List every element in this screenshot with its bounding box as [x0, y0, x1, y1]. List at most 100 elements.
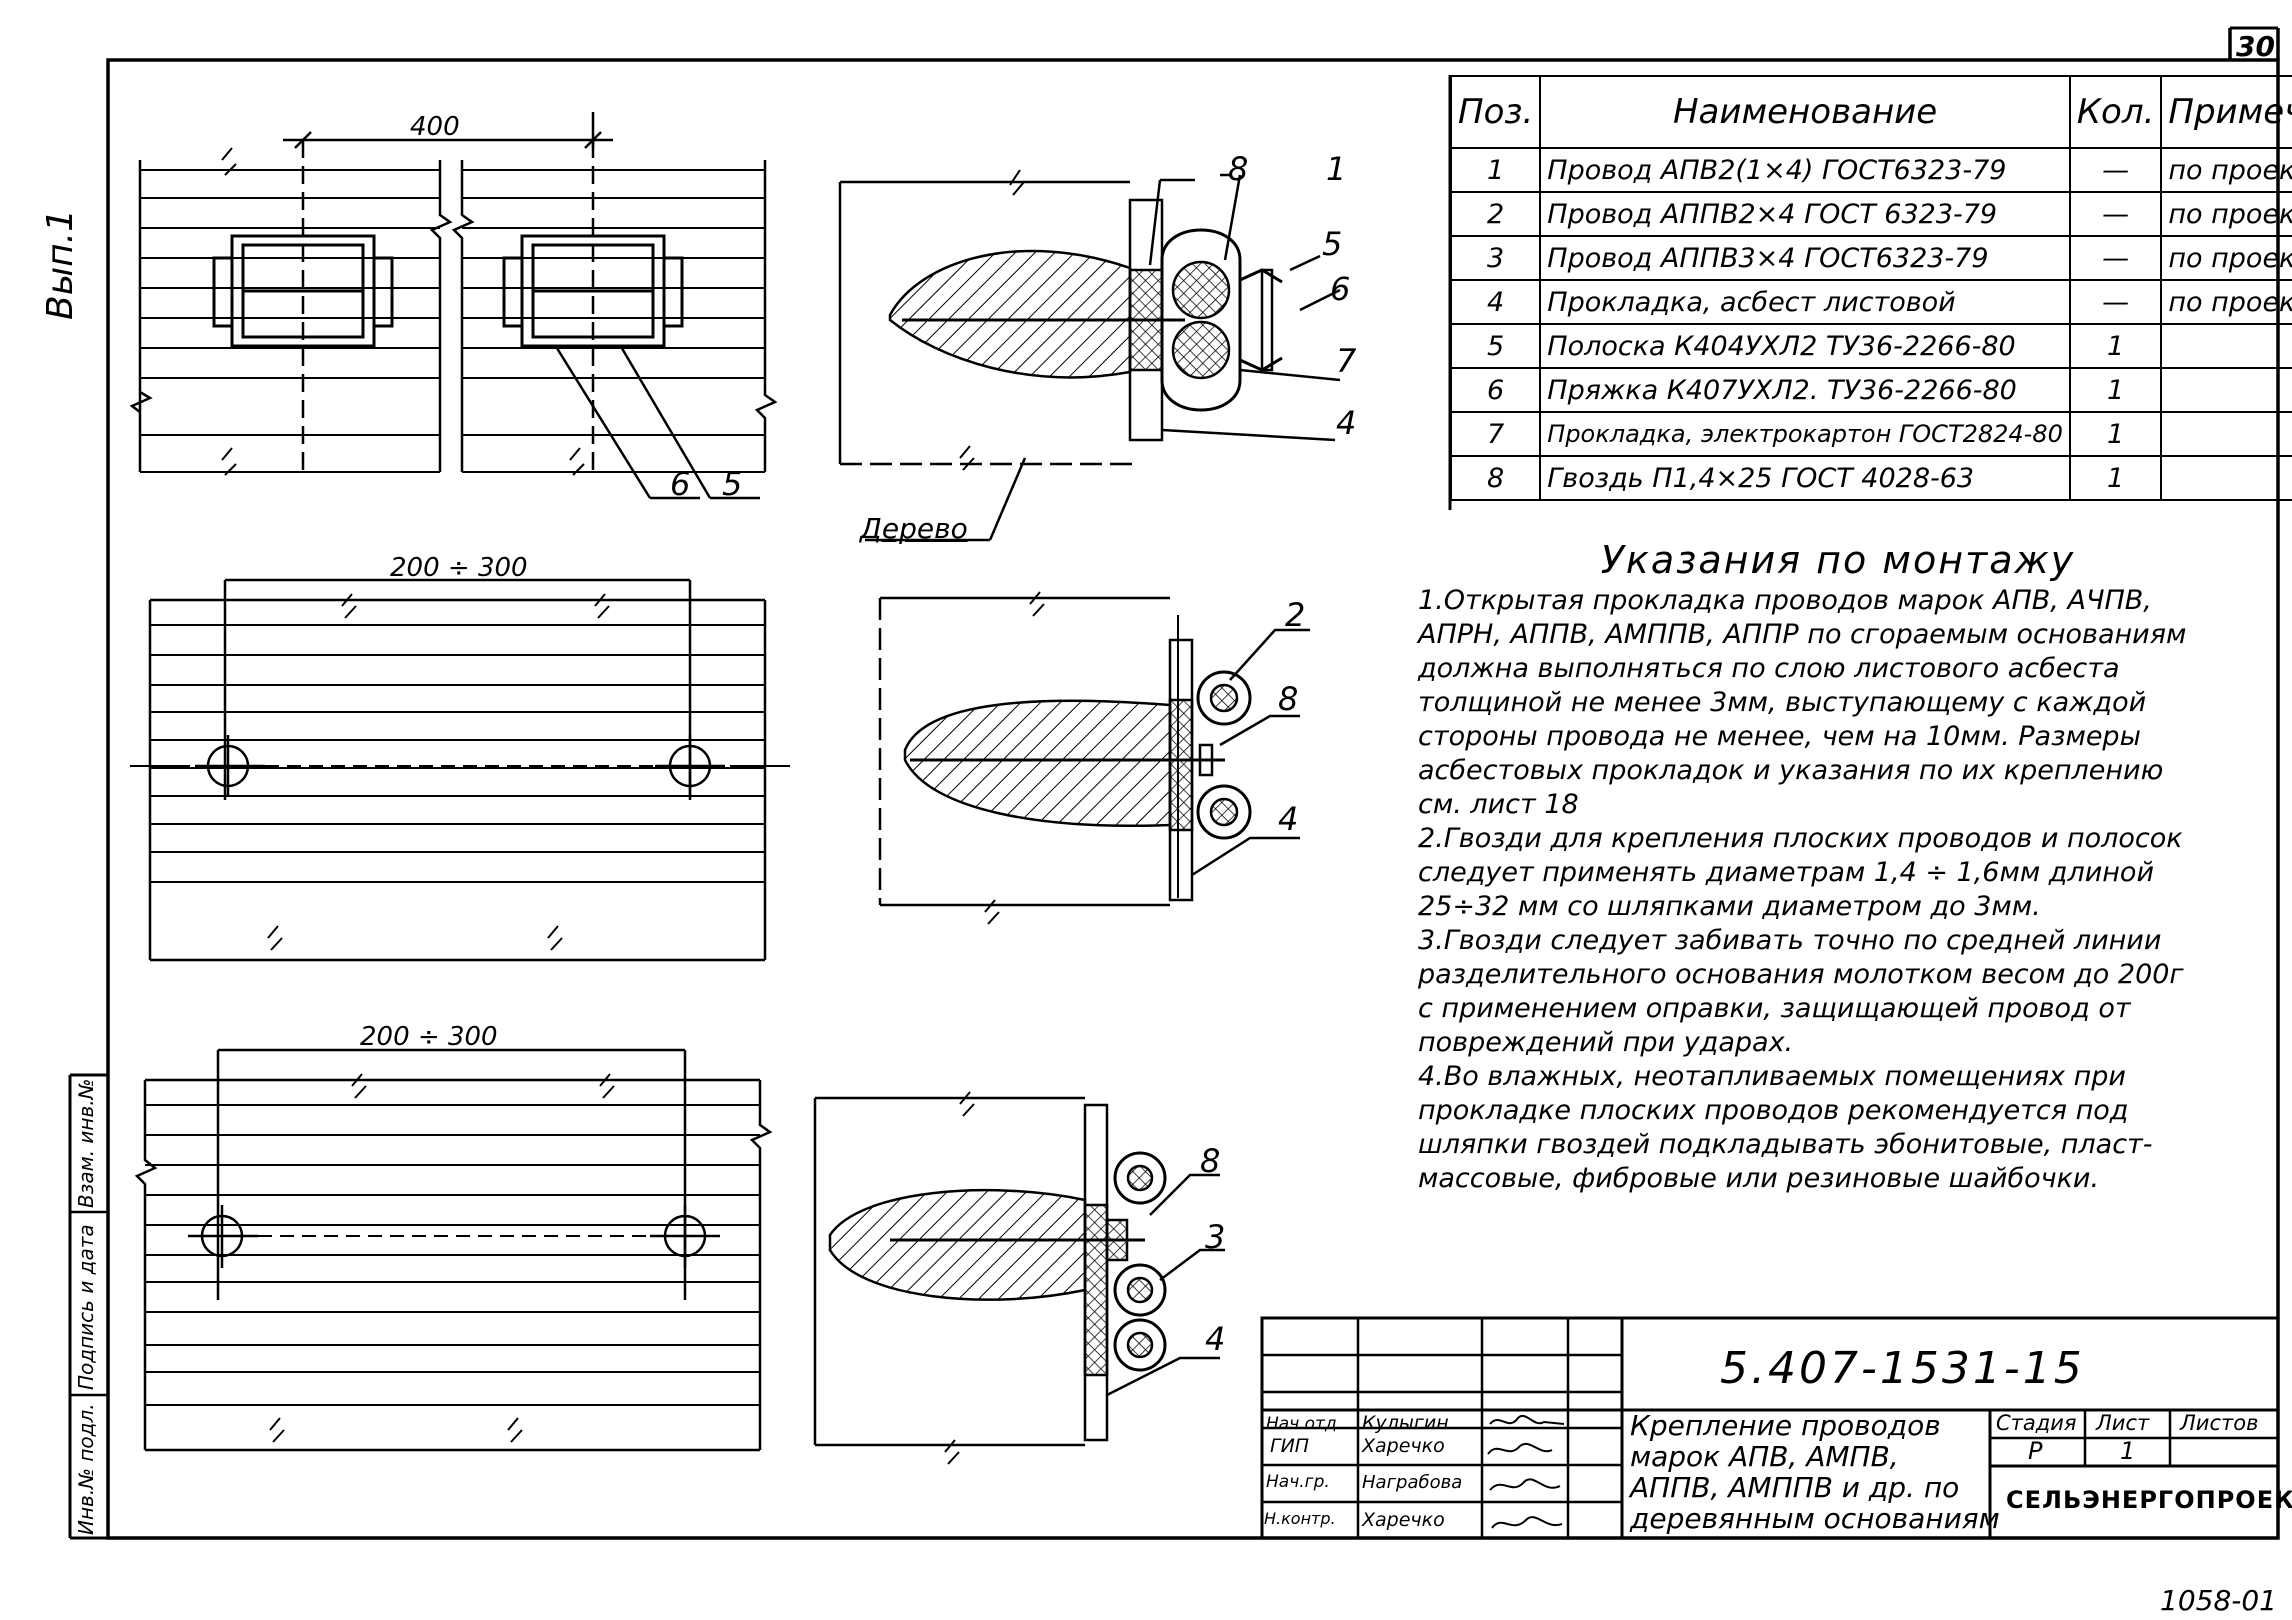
notes-line: массовые, фибровые или резиновые шайбочк… [1418, 1163, 2100, 1194]
header-name: Наименование [1539, 75, 2071, 149]
row-name: Провод АППВ3×4 ГОСТ6323-79 [1539, 235, 2071, 281]
header-note: Примечание [2160, 75, 2292, 149]
table-row: 4 Прокладка, асбест листовой — по проект… [1449, 279, 2292, 325]
callout-plan-6: 6 [670, 465, 691, 503]
callout-4-bottom: 4 [1205, 1320, 1226, 1358]
notes-line: должна выполняться по слою листового асб… [1418, 653, 2120, 684]
table-row: 6 Пряжка К407УХЛ2. ТУ36-2266-80 1 [1449, 367, 2292, 413]
sheet-number: 30 [2236, 30, 2275, 63]
organization-name: СЕЛЬЭНЕРГОПРОЕКТ [2006, 1486, 2292, 1514]
row-name: Провод АППВ2×4 ГОСТ 6323-79 [1539, 191, 2071, 237]
table-row: 1 Провод АПВ2(1×4) ГОСТ6323-79 — по прое… [1449, 147, 2292, 193]
row-qty: — [2068, 191, 2163, 237]
row-name: Гвоздь П1,4×25 ГОСТ 4028-63 [1539, 455, 2071, 501]
variant-label: Вып.1 [40, 208, 81, 320]
drawing-title-line: АППВ, АМППВ и др. по [1630, 1471, 1960, 1504]
notes-line: толщиной не менее 3мм, выступающему с ка… [1418, 687, 2147, 718]
sheet-value: 1 [2120, 1437, 2136, 1465]
row-name: Прокладка, электрокартон ГОСТ2824-80 [1539, 411, 2071, 457]
specification-table: Поз. Наименование Кол. Примечание 1 Пров… [1449, 75, 2292, 501]
notes-line: шляпки гвоздей подкладывать эбонитовые, … [1418, 1129, 2153, 1160]
notes-line: прокладке плоских проводов рекомендуется… [1418, 1095, 2129, 1126]
row-note [2160, 455, 2292, 501]
notes-line: с применением оправки, защищающей провод… [1418, 993, 2131, 1024]
row-qty: — [2068, 279, 2163, 325]
callout-4-middle: 4 [1278, 800, 1299, 838]
name-head-dept: Кулыгин [1362, 1412, 1449, 1434]
callout-plan-5: 5 [722, 465, 743, 503]
stage-header: Стадия [1996, 1411, 2077, 1435]
plan-view-top [129, 112, 778, 500]
callout-2: 2 [1285, 596, 1306, 634]
row-qty: — [2068, 235, 2163, 281]
callout-7: 7 [1336, 342, 1357, 380]
row-name: Прокладка, асбест листовой [1539, 279, 2071, 325]
notes-line: 2.Гвозди для крепления плоских проводов … [1418, 823, 2183, 854]
row-name: Пряжка К407УХЛ2. ТУ36-2266-80 [1539, 367, 2071, 413]
table-row: 2 Провод АППВ2×4 ГОСТ 6323-79 — по проек… [1449, 191, 2292, 237]
row-pos: 3 [1449, 235, 1542, 281]
row-note [2160, 367, 2292, 413]
notes-line: АПРН, АППВ, АМППВ, АППР по сгораемым осн… [1418, 619, 2187, 650]
callout-8-bottom: 8 [1200, 1142, 1221, 1180]
dimension-middle: 200 ÷ 300 [390, 553, 528, 583]
title-block-frame [1260, 1316, 2280, 1540]
row-qty: 1 [2068, 323, 2163, 369]
document-code: 5.407-1531-15 [1720, 1343, 2085, 1394]
row-note [2160, 323, 2292, 369]
plan-view-bottom [134, 1048, 773, 1452]
row-pos: 7 [1449, 411, 1542, 457]
callout-6: 6 [1330, 270, 1351, 308]
table-row: 5 Полоска К404УХЛ2 ТУ36-2266-80 1 [1449, 323, 2292, 369]
margin-label-sign: Подпись и дата [74, 1224, 98, 1390]
notes-title: Указания по монтажу [1600, 538, 2076, 582]
notes-line: стороны провода не менее, чем на 10мм. Р… [1418, 721, 2141, 752]
role-head-dept: Нач.отд. [1266, 1414, 1343, 1434]
row-qty: 1 [2068, 455, 2163, 501]
notes-line: асбестовых прокладок и указания по их кр… [1418, 755, 2164, 786]
row-pos: 4 [1449, 279, 1542, 325]
row-name: Полоска К404УХЛ2 ТУ36-2266-80 [1539, 323, 2071, 369]
notes-line: следует применять диаметрам 1,4 ÷ 1,6мм … [1418, 857, 2155, 888]
drawing-title-line: Крепление проводов [1630, 1409, 1941, 1442]
notes-line: 4.Во влажных, неотапливаемых помещениях … [1418, 1061, 2126, 1092]
callout-1: 1 [1326, 150, 1347, 188]
row-qty: 1 [2068, 411, 2163, 457]
row-note: по проекту [2160, 235, 2292, 281]
row-pos: 5 [1449, 323, 1542, 369]
notes-line: 3.Гвозди следует забивать точно по средн… [1418, 925, 2162, 956]
table-row: 8 Гвоздь П1,4×25 ГОСТ 4028-63 1 [1449, 455, 2292, 501]
row-pos: 6 [1449, 367, 1542, 413]
section-view-middle [878, 591, 1310, 925]
row-note: по проекту [2160, 279, 2292, 325]
archive-code: 1058-01 [2160, 1584, 2277, 1617]
stage-value: Р [2028, 1437, 2043, 1465]
name-gip: Харечко [1362, 1435, 1445, 1457]
callout-8: 8 [1228, 150, 1249, 188]
dimension-bottom: 200 ÷ 300 [360, 1022, 498, 1052]
row-qty: — [2068, 147, 2163, 193]
sheets-header: Листов [2180, 1411, 2259, 1435]
row-note: по проекту [2160, 147, 2292, 193]
section-view-bottom [813, 1091, 1225, 1465]
signatures [1487, 1415, 1565, 1529]
sheet-header: Лист [2096, 1411, 2150, 1435]
role-head-group: Нач.гр. [1266, 1472, 1330, 1492]
row-pos: 2 [1449, 191, 1542, 237]
name-head-group: Награбова [1362, 1472, 1463, 1493]
margin-label-inv: Инв.№ подл. [74, 1403, 98, 1535]
callout-3: 3 [1205, 1218, 1226, 1256]
notes-line: разделительного основания молотком весом… [1418, 959, 2184, 990]
plan-view-middle [130, 578, 790, 962]
table-row: 3 Провод АППВ3×4 ГОСТ6323-79 — по проект… [1449, 235, 2292, 281]
notes-line: см. лист 18 [1418, 789, 1579, 820]
notes-line: повреждений при ударах. [1418, 1027, 1794, 1058]
notes-line: 25÷32 мм со шляпками диаметром до 3мм. [1418, 891, 2041, 922]
notes-line: 1.Открытая прокладка проводов марок АПВ,… [1418, 585, 2152, 616]
row-name: Провод АПВ2(1×4) ГОСТ6323-79 [1539, 147, 2071, 193]
row-pos: 8 [1449, 455, 1542, 501]
row-qty: 1 [2068, 367, 2163, 413]
mounting-notes: Указания по монтажу 1.Открытая прокладка… [1418, 538, 2258, 1196]
